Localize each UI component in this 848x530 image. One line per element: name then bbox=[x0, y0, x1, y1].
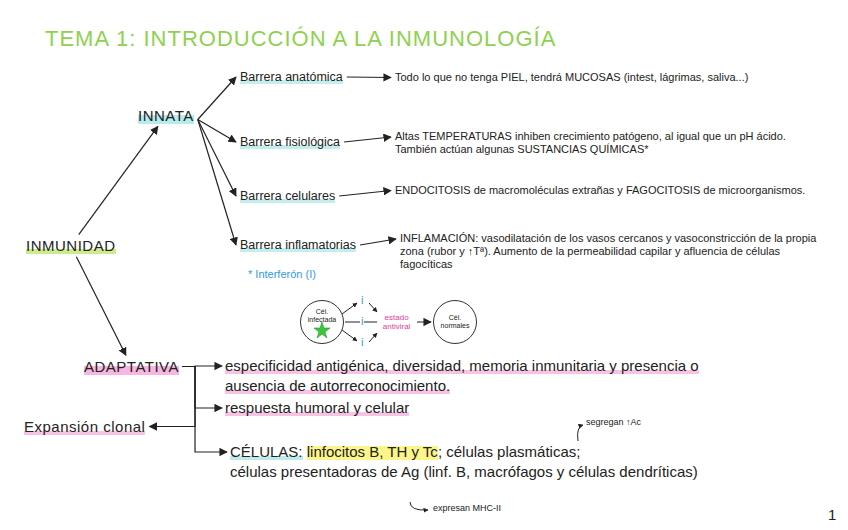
connector-arrow bbox=[344, 137, 391, 142]
connector-arrow bbox=[182, 367, 222, 409]
sub-topic: Barrera anatómica bbox=[240, 70, 343, 84]
cell-circle: Cél. normales bbox=[433, 300, 477, 344]
connector-arrow bbox=[79, 126, 158, 234]
root-topic: INMUNIDAD bbox=[26, 237, 116, 254]
connector-arrow bbox=[182, 367, 227, 453]
node-text: Cél. normales bbox=[438, 314, 472, 330]
edge-label: estado antiviral bbox=[377, 313, 417, 331]
node-text: ; células plasmáticas; bbox=[438, 443, 581, 460]
page-title: TEMA 1: INTRODUCCIÓN A LA INMUNOLOGÍA bbox=[45, 26, 556, 52]
connector-arrow bbox=[76, 257, 126, 356]
description-text: ENDOCITOSIS de macromoléculas extrañas y… bbox=[395, 184, 825, 197]
connector-arrow bbox=[198, 77, 236, 120]
node-text: células presentadoras de Ag (linf. B, ma… bbox=[230, 462, 710, 482]
node-text: Altas TEMPERATURAS inhiben crecimiento p… bbox=[395, 130, 786, 155]
node-text: INFLAMACIÓN: vasodilatación de los vasos… bbox=[400, 232, 816, 270]
connector-arrow bbox=[198, 120, 236, 246]
description-text: especificidad antigénica, diversidad, me… bbox=[225, 356, 755, 396]
sub-topic: Expansión clonal bbox=[24, 418, 145, 435]
node-text: respuesta humoral y celular bbox=[225, 399, 409, 416]
connector-arrow bbox=[339, 191, 391, 197]
node-text: INMUNIDAD bbox=[26, 237, 116, 254]
node-text: Barrera inflamatorias bbox=[240, 238, 356, 252]
node-text: ENDOCITOSIS de macromoléculas extrañas y… bbox=[395, 184, 805, 196]
description-text: Altas TEMPERATURAS inhiben crecimiento p… bbox=[395, 130, 825, 156]
node-text: Expansión clonal bbox=[24, 418, 145, 435]
node-text: Barrera celulares bbox=[240, 189, 335, 203]
description-text: Todo lo que no tenga PIEL, tendrá MUCOSA… bbox=[395, 71, 835, 84]
node-text: Cél. infectada bbox=[305, 301, 339, 324]
page-number: 1 bbox=[828, 506, 836, 523]
connector-arrow bbox=[198, 120, 236, 197]
cells-list: CÉLULAS: linfocitos B, TH y Tc; células … bbox=[230, 442, 710, 482]
node-text: linfocitos B, TH y Tc bbox=[307, 443, 438, 460]
node-text: CÉLULAS: bbox=[230, 443, 303, 460]
sub-topic: Barrera celulares bbox=[240, 189, 335, 203]
virus-star bbox=[314, 322, 330, 338]
connector-arrow bbox=[347, 76, 391, 78]
node-text: INNATA bbox=[138, 107, 194, 124]
connector-arrow bbox=[149, 367, 195, 427]
branch-topic: INNATA bbox=[138, 107, 194, 124]
hook-arrow bbox=[410, 502, 428, 510]
annotation: expresan MHC-II bbox=[433, 503, 501, 513]
hook-arrow bbox=[578, 425, 583, 441]
sub-topic: Barrera fisiológica bbox=[240, 135, 340, 149]
interferon-symbol: i bbox=[360, 294, 364, 306]
branch-topic: ADAPTATIVA bbox=[84, 358, 179, 375]
node-text: Barrera anatómica bbox=[240, 70, 343, 84]
interferon-symbol: i bbox=[360, 336, 364, 348]
connector-arrow bbox=[360, 239, 396, 245]
node-text: ADAPTATIVA bbox=[84, 358, 179, 375]
description-text: INFLAMACIÓN: vasodilatación de los vasos… bbox=[400, 232, 825, 271]
annotation: segregan ↑Ac bbox=[586, 417, 641, 427]
footnote-label: * Interferón (I) bbox=[248, 268, 316, 280]
node-text: Barrera fisiológica bbox=[240, 135, 340, 149]
cell-circle: Cél. infectada bbox=[300, 300, 344, 344]
interferon-symbol: i bbox=[360, 315, 364, 327]
node-text: Todo lo que no tenga PIEL, tendrá MUCOSA… bbox=[395, 71, 748, 83]
sub-topic: Barrera inflamatorias bbox=[240, 238, 356, 252]
sub-topic: respuesta humoral y celular bbox=[225, 398, 409, 418]
node-text: especificidad antigénica, diversidad, me… bbox=[225, 357, 699, 394]
